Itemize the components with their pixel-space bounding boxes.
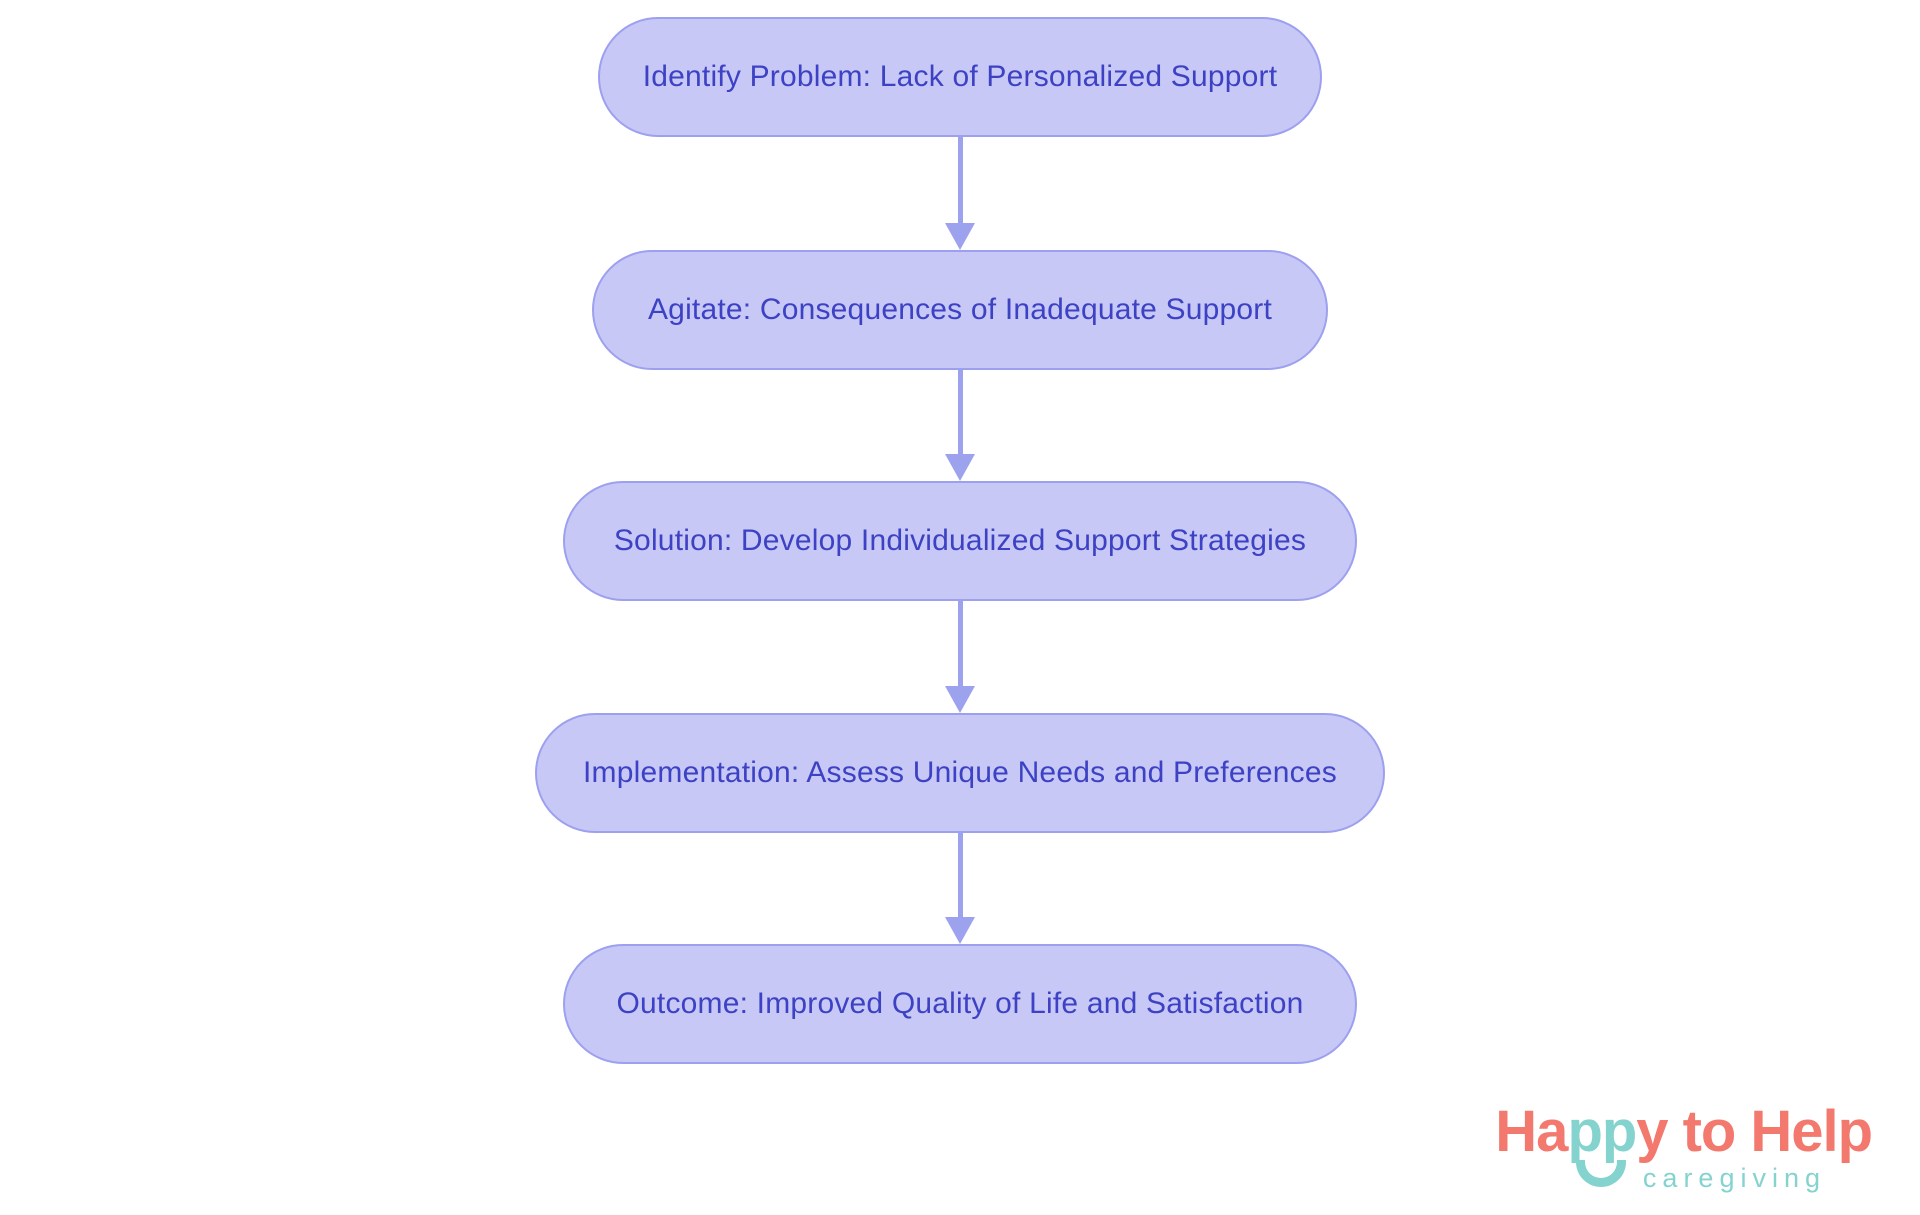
flow-node-label: Agitate: Consequences of Inadequate Supp… <box>647 293 1273 326</box>
logo-text-to: to <box>1682 1099 1737 1164</box>
flow-node-label: Outcome: Improved Quality of Life and Sa… <box>616 987 1304 1020</box>
logo-text-ha: Ha <box>1495 1099 1568 1164</box>
flow-arrow-4 <box>945 833 975 944</box>
flow-node-implementation: Implementation: Assess Unique Needs and … <box>535 713 1385 833</box>
arrow-down-icon <box>945 686 975 713</box>
logo-wordmark: Ha pp y to Help <box>1495 1099 1873 1187</box>
smile-icon <box>1576 1160 1627 1187</box>
flow-node-identify-problem: Identify Problem: Lack of Personalized S… <box>598 17 1322 137</box>
arrow-line <box>957 833 963 917</box>
arrow-line <box>957 137 963 223</box>
logo-text-help: Help <box>1750 1099 1873 1164</box>
flow-arrow-3 <box>945 601 975 713</box>
flow-node-solution: Solution: Develop Individualized Support… <box>563 481 1357 601</box>
arrow-down-icon <box>945 454 975 481</box>
logo-text-y: y <box>1636 1099 1668 1164</box>
happy-to-help-logo: Ha pp y to Help caregiving <box>1495 1099 1873 1194</box>
flow-node-outcome: Outcome: Improved Quality of Life and Sa… <box>563 944 1357 1064</box>
logo-text-pp: pp <box>1567 1103 1637 1187</box>
arrow-down-icon <box>945 917 975 944</box>
logo-text-pp-glyphs: pp <box>1567 1099 1637 1164</box>
flow-node-label: Implementation: Assess Unique Needs and … <box>583 756 1337 789</box>
arrow-line <box>957 370 963 454</box>
flow-arrow-1 <box>945 137 975 250</box>
arrow-down-icon <box>945 223 975 250</box>
flow-arrow-2 <box>945 370 975 481</box>
logo-subtitle: caregiving <box>1642 1163 1826 1193</box>
flow-node-label: Identify Problem: Lack of Personalized S… <box>642 60 1278 93</box>
arrow-line <box>957 601 963 686</box>
flow-node-agitate: Agitate: Consequences of Inadequate Supp… <box>592 250 1328 370</box>
flow-node-label: Solution: Develop Individualized Support… <box>613 524 1307 557</box>
